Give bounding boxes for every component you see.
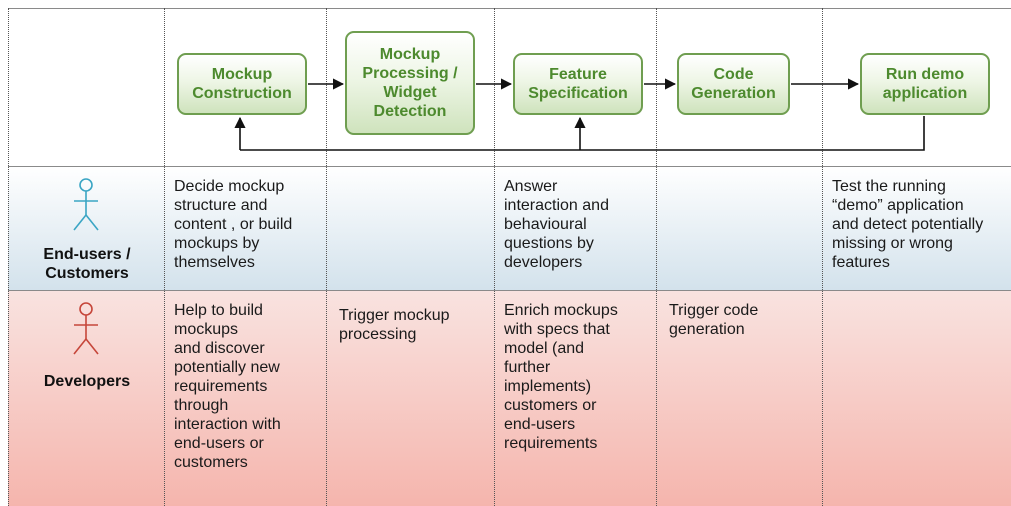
column-divider [326, 8, 327, 506]
stage-label: Run demo application [882, 66, 968, 102]
column-divider [656, 8, 657, 506]
cell-developers-mockup-construction: Help to build mockups and discover poten… [174, 302, 281, 471]
column-divider [494, 8, 495, 506]
column-divider [822, 8, 823, 506]
top-border [8, 8, 1011, 9]
role-label-developers: Developers [43, 373, 131, 390]
developers-row [8, 290, 1011, 506]
feedback-line [240, 116, 925, 151]
cell-developers-feature-specification: Enrich mockups with specs that model (an… [504, 302, 618, 452]
stage-label: Mockup Processing / Widget Detection [362, 46, 458, 120]
stage-feature-specification: Feature Specification [513, 53, 643, 115]
developer-actor-icon [73, 302, 99, 355]
stage-mockup-construction: Mockup Construction [177, 53, 307, 115]
end-users-row [8, 166, 1011, 290]
column-divider [8, 8, 9, 506]
cell-developers-mockup-processing: Trigger mockup processing [339, 307, 450, 343]
cell-end-users-run-demo: Test the running “demo” application and … [832, 178, 984, 271]
stage-code-generation: Code Generation [677, 53, 790, 115]
cell-end-users-feature-specification: Answer interaction and behavioural quest… [504, 178, 609, 271]
cell-developers-code-generation: Trigger code generation [669, 302, 759, 338]
stage-label: Mockup Construction [192, 66, 292, 102]
end-user-actor-icon [73, 178, 99, 231]
stage-label: Code Generation [691, 66, 776, 102]
stage-mockup-processing: Mockup Processing / Widget Detection [345, 31, 475, 135]
column-divider [164, 8, 165, 506]
stage-run-demo: Run demo application [860, 53, 990, 115]
row-divider [8, 166, 1011, 167]
cell-end-users-mockup-construction: Decide mockup structure and content , or… [174, 178, 293, 271]
row-divider [8, 290, 1011, 291]
stage-label: Feature Specification [528, 66, 628, 102]
role-label-end-users: End-users / Customers [43, 246, 131, 282]
